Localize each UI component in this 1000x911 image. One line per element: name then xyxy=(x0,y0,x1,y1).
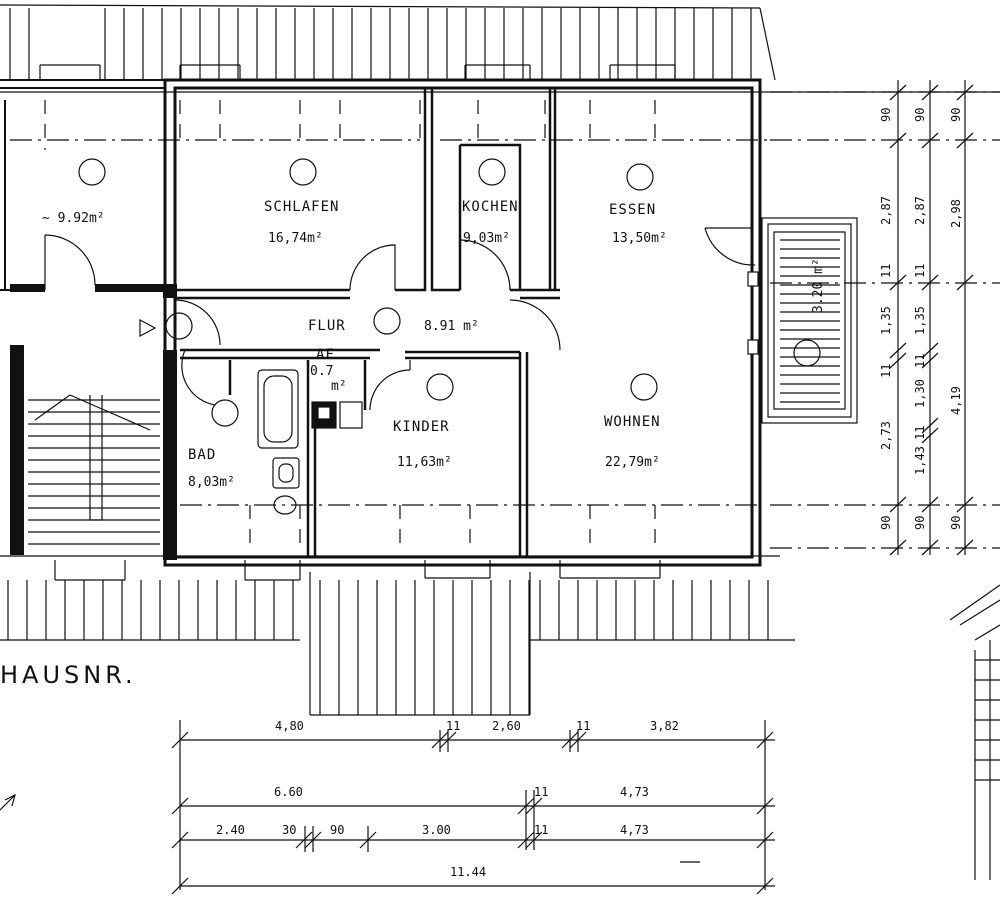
dim-label: 1,30 xyxy=(913,379,927,408)
dim-label: 11.44 xyxy=(450,865,486,879)
dimension-lines-bottom xyxy=(171,720,775,895)
sink xyxy=(272,457,300,489)
dim-label: 6.60 xyxy=(274,785,303,799)
dim-label: 2,98 xyxy=(949,199,963,228)
balcony-area: 3.20 m² xyxy=(811,258,826,313)
dim-label: 90 xyxy=(913,108,927,122)
light-fixture xyxy=(289,158,317,186)
left-room-area: ~ 9.92m² xyxy=(42,211,105,226)
window-openings xyxy=(39,64,676,581)
dim-label: 3.00 xyxy=(422,823,451,837)
dim-label: 11 xyxy=(879,364,893,378)
essen-area: 13,50m² xyxy=(612,231,667,246)
dimension-labels-right: 90 2,87 11 1,35 11 2,73 90 90 2,87 11 1,… xyxy=(879,108,963,530)
dim-label: 90 xyxy=(913,516,927,530)
dim-label: 4,73 xyxy=(620,823,649,837)
dim-label: 3,82 xyxy=(650,719,679,733)
door-swings xyxy=(44,227,756,411)
dim-label: 2,73 xyxy=(879,421,893,450)
dim-label: 11 xyxy=(534,823,548,837)
dim-label: 11 xyxy=(913,426,927,440)
kochen-label: KOCHEN xyxy=(462,199,519,215)
af-area: 0.7 xyxy=(310,364,333,379)
dim-label: 2,60 xyxy=(492,719,521,733)
light-fixture xyxy=(373,307,401,335)
kochen-area: 9,03m² xyxy=(463,231,510,246)
staircase xyxy=(28,394,160,545)
roof-hatching-bottom xyxy=(7,580,769,715)
ceiling-lights xyxy=(78,158,821,427)
bad-label: BAD xyxy=(188,447,216,463)
dim-label: 2.40 xyxy=(216,823,245,837)
af-label: AF xyxy=(316,347,335,363)
bathtub xyxy=(257,369,299,449)
dim-label: 90 xyxy=(879,516,893,530)
hatch-line xyxy=(69,394,151,431)
wohnen-label: WOHNEN xyxy=(604,414,661,430)
dim-label: 4,73 xyxy=(620,785,649,799)
dim-label: 90 xyxy=(330,823,344,837)
dim-label: 1,35 xyxy=(879,306,893,335)
dim-label: 11 xyxy=(913,354,927,368)
dim-label: 1,43 xyxy=(913,446,927,475)
interior-walls xyxy=(175,88,560,557)
flur-label: FLUR xyxy=(308,318,346,334)
af-unit: m² xyxy=(331,379,347,394)
dim-label: 11 xyxy=(879,264,893,278)
light-fixture xyxy=(630,373,658,401)
dim-label: 90 xyxy=(949,108,963,122)
bathroom-fixtures xyxy=(257,369,363,515)
light-fixture xyxy=(626,163,654,191)
dim-label: 90 xyxy=(879,108,893,122)
house-number-caption: HAUSNR. xyxy=(0,661,137,689)
light-fixture xyxy=(426,373,454,401)
balcony-hatching xyxy=(780,239,840,403)
flur-area: 8.91 m² xyxy=(424,319,479,334)
dim-label: 11 xyxy=(576,719,590,733)
schlafen-label: SCHLAFEN xyxy=(264,199,339,215)
outer-walls xyxy=(0,78,762,567)
light-fixture xyxy=(211,399,239,427)
kinder-label: KINDER xyxy=(393,419,450,435)
toilet xyxy=(273,495,297,515)
roof-hatching-top xyxy=(9,8,752,80)
light-fixture xyxy=(478,158,506,186)
dim-label: 11 xyxy=(913,264,927,278)
dim-label: 4,19 xyxy=(949,386,963,415)
kinder-area: 11,63m² xyxy=(397,455,452,470)
light-fixture xyxy=(793,339,821,367)
schlafen-area: 16,74m² xyxy=(268,231,323,246)
dim-label: 2,87 xyxy=(913,196,927,225)
dim-label: 4,80 xyxy=(275,719,304,733)
bad-area: 8,03m² xyxy=(188,475,235,490)
light-fixture xyxy=(165,312,193,340)
dim-label: 1,35 xyxy=(913,306,927,335)
neighbour-roof xyxy=(0,584,1000,880)
hatch-line xyxy=(34,394,71,421)
roof-outline xyxy=(0,4,1000,716)
dim-label: 30 xyxy=(282,823,296,837)
dimension-lines-right xyxy=(889,80,974,556)
dim-label: 11 xyxy=(446,719,460,733)
essen-label: ESSEN xyxy=(609,202,656,218)
dim-label: 11 xyxy=(534,785,548,799)
room-labels: ~ 9.92m² SCHLAFEN 16,74m² KOCHEN 9,03m² … xyxy=(42,199,826,490)
dimension-labels-bottom: 4,80 11 2,60 11 3,82 6.60 11 4,73 2.40 3… xyxy=(216,719,679,879)
light-fixture xyxy=(78,158,106,186)
dim-label: 2,87 xyxy=(879,196,893,225)
wohnen-area: 22,79m² xyxy=(605,455,660,470)
balcony xyxy=(747,217,858,424)
dim-label: 90 xyxy=(949,516,963,530)
roof-slope-lines xyxy=(10,91,1000,550)
